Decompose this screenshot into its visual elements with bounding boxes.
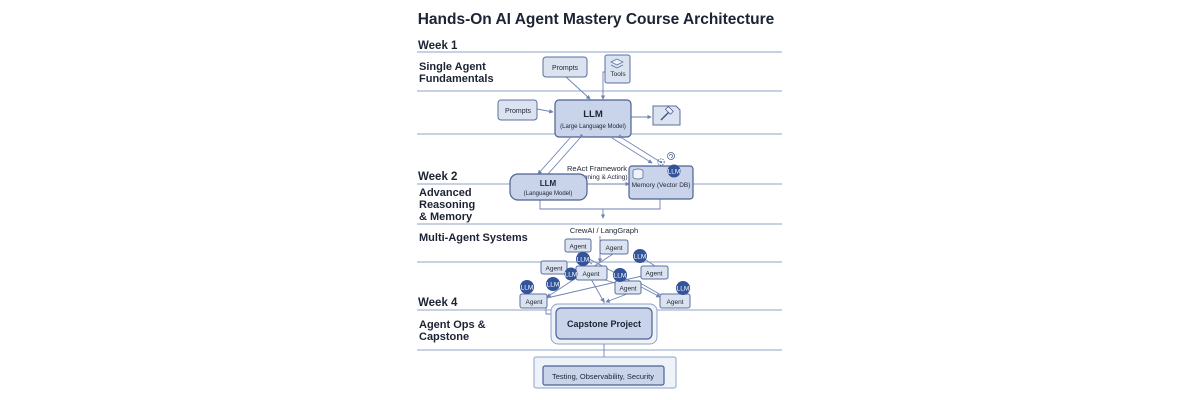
multi-agent-title: Multi-Agent Systems (419, 232, 528, 244)
agent-label: Agent (526, 299, 543, 306)
llm-node-label: LLM (634, 254, 647, 261)
database-icon (632, 168, 644, 180)
week1-label: Week 1 (418, 40, 458, 52)
llm-main-subtitle: (Large Language Model) (560, 124, 626, 130)
agent-node: Agent (614, 280, 642, 295)
llm-node-label: LLM (565, 272, 578, 279)
week1-title-line1: Single Agent (419, 61, 486, 73)
llm-node: LLM (676, 281, 690, 295)
agent-label: Agent (646, 271, 663, 278)
agent-label: Agent (546, 266, 563, 273)
agent-node: Agent (640, 265, 669, 280)
memory-label: Memory (Vector DB) (632, 182, 691, 189)
diagram-title: Hands-On AI Agent Mastery Course Archite… (418, 11, 775, 28)
refresh-icon (667, 152, 675, 160)
llm-main-title: LLM (583, 109, 603, 120)
llm-node-label: LLM (577, 257, 590, 264)
agent-node: Agent (540, 260, 568, 275)
llm-badge: LLM (667, 164, 681, 178)
week4-title-line2: Capstone (419, 331, 469, 343)
agent-label: Agent (667, 299, 684, 306)
gear-icon (657, 158, 665, 166)
llm-week2-subtitle: (Language Model) (524, 191, 573, 197)
capstone-box: Capstone Project (550, 303, 658, 345)
prompts-top-label: Prompts (552, 65, 579, 72)
week2-title-line2: Reasoning (419, 199, 475, 211)
week4-label: Week 4 (418, 297, 458, 309)
framework-label: CrewAI / LangGraph (570, 226, 638, 235)
llm-node: LLM (520, 280, 534, 294)
tools-label: Tools (610, 71, 626, 78)
llm-main-box: LLM (Large Language Model) (554, 99, 632, 138)
agent-node: Agent (564, 238, 592, 253)
prompts-left-label: Prompts (505, 108, 532, 115)
llm-node: LLM (564, 267, 578, 281)
agent-label: Agent (606, 245, 623, 252)
llm-node: LLM (546, 277, 560, 291)
agent-node: Agent (519, 293, 548, 309)
llm-node-label: LLM (547, 282, 560, 289)
week2-title-line1: Advanced (419, 187, 472, 199)
tools-stack-icon (610, 58, 624, 69)
hammer-icon (660, 105, 674, 121)
llm-week2-box: LLM (Language Model) (509, 173, 588, 201)
week4-title-line1: Agent Ops & (419, 319, 486, 331)
llm-node: LLM (633, 249, 647, 263)
capstone-label: Capstone Project (567, 319, 641, 329)
memory-box: Memory (Vector DB) (628, 165, 694, 200)
week2-connectors (537, 133, 663, 219)
agent-node: Agent (599, 239, 629, 255)
llm-badge-label: LLM (668, 169, 681, 176)
react-framework-label: ReAct Framework (567, 164, 627, 173)
week1-title-line2: Fundamentals (419, 73, 494, 85)
tool-output-box (652, 105, 681, 126)
llm-node: LLM (576, 252, 590, 266)
agent-label: Agent (620, 286, 637, 293)
testing-box: Testing, Observability, Security (533, 356, 677, 389)
agent-node: Agent (659, 293, 691, 309)
week2-label: Week 2 (418, 171, 457, 183)
llm-node: LLM (613, 268, 627, 282)
react-framework-sublabel: (Reasoning & Acting) (566, 174, 627, 181)
agent-label: Agent (570, 244, 587, 251)
llm-week2-title: LLM (540, 179, 557, 188)
llm-node-label: LLM (614, 273, 627, 280)
tools-box: Tools (604, 54, 631, 84)
agent-label: Agent (583, 271, 600, 278)
prompts-box-top: Prompts (542, 56, 588, 78)
prompts-box-left: Prompts (497, 99, 538, 121)
llm-node-label: LLM (677, 286, 690, 293)
agent-node: Agent (575, 265, 608, 281)
testing-label: Testing, Observability, Security (552, 372, 654, 381)
llm-node-label: LLM (521, 285, 534, 292)
week2-title-line3: & Memory (419, 211, 473, 223)
